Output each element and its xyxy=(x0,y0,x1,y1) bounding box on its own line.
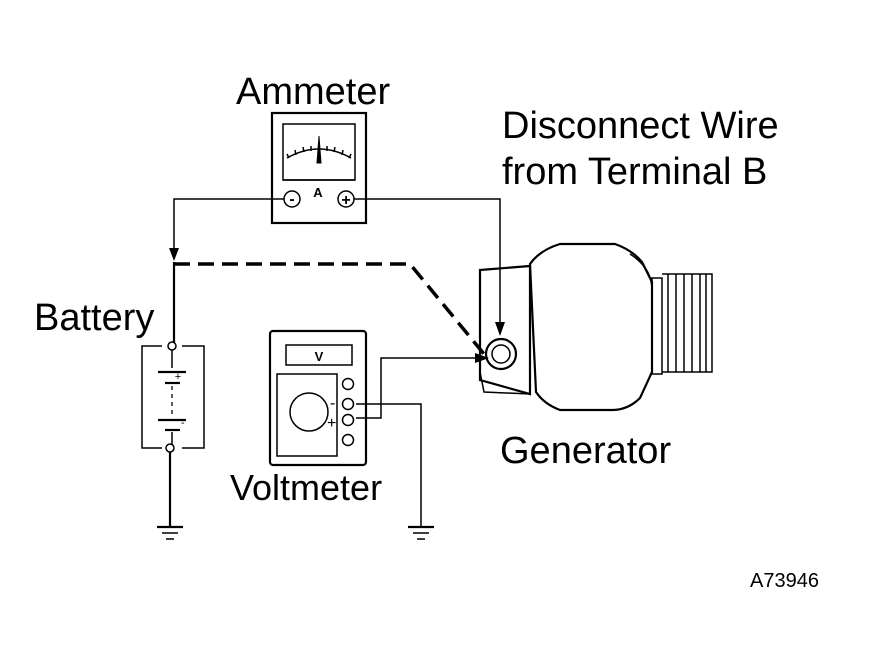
voltmeter-positive-symbol: + xyxy=(327,415,336,432)
ammeter-to-battery-wire xyxy=(173,198,284,255)
pulley xyxy=(662,273,713,373)
ammeter-case xyxy=(270,111,368,225)
disconnect-label-line2: from Terminal B xyxy=(502,151,767,193)
figure-code: A73946 xyxy=(750,570,819,592)
battery-label: Battery xyxy=(34,297,154,339)
ammeter-to-terminal-b-wire xyxy=(354,198,501,328)
battery-positive-post xyxy=(167,341,177,351)
voltmeter-jack xyxy=(341,377,355,391)
ground-icon xyxy=(157,525,183,540)
disconnected-wire xyxy=(174,262,486,356)
wiring xyxy=(168,198,505,526)
voltmeter-positive-jack xyxy=(341,413,355,427)
voltmeter-display xyxy=(285,344,353,366)
ammeter-unit-label: A xyxy=(313,185,323,200)
voltmeter-jack xyxy=(341,433,355,447)
voltmeter-negative-symbol: - xyxy=(330,395,335,412)
battery-negative-post xyxy=(165,443,175,453)
battery-case xyxy=(141,345,205,449)
arrow-down-icon xyxy=(495,322,505,336)
ground-icon xyxy=(408,525,434,540)
disconnect-label-line1: Disconnect Wire xyxy=(502,105,779,147)
generator xyxy=(478,242,713,412)
battery-plus-symbol: + xyxy=(175,371,181,383)
voltmeter: V - + xyxy=(268,329,368,467)
generator-body xyxy=(528,242,654,412)
arrow-down-icon xyxy=(169,248,179,261)
arrow-right-icon xyxy=(475,353,489,363)
pulley-hub xyxy=(651,277,663,375)
voltmeter-dial xyxy=(289,392,329,432)
voltmeter-label: Voltmeter xyxy=(230,467,382,508)
voltmeter-panel xyxy=(276,373,338,457)
ammeter-needle xyxy=(316,135,322,164)
voltmeter-unit-label: V xyxy=(315,349,324,364)
ammeter-positive-symbol: + xyxy=(341,192,350,209)
pulley-grooves xyxy=(667,274,707,372)
terminal-b xyxy=(484,337,518,371)
ammeter-scale-ticks xyxy=(286,146,352,159)
voltmeter-negative-jack xyxy=(341,397,355,411)
battery-minus-symbol: - xyxy=(181,417,185,429)
generator-rear-housing xyxy=(478,264,532,396)
ammeter-negative-symbol: - xyxy=(289,191,294,208)
battery: + - xyxy=(141,341,205,453)
voltmeter-to-generator-wire xyxy=(356,357,488,419)
ammeter-label: Ammeter xyxy=(236,71,390,113)
terminal-b-inner xyxy=(491,344,511,364)
generator-label: Generator xyxy=(500,430,671,472)
voltmeter-case xyxy=(268,329,368,467)
voltmeter-to-ground-wire xyxy=(356,403,422,526)
ammeter: - A + xyxy=(270,111,368,225)
